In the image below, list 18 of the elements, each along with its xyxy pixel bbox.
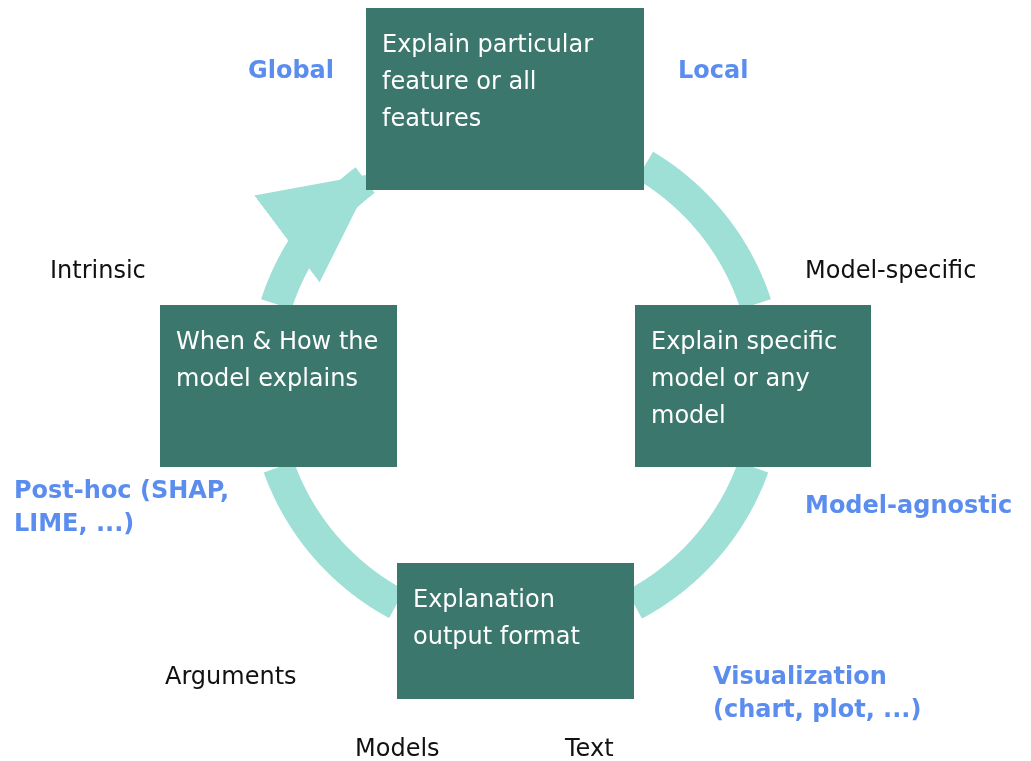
- category-label: Arguments: [165, 661, 297, 692]
- category-label: Models: [355, 733, 440, 761]
- box-text: Explain specific model or any model: [651, 326, 839, 431]
- process-box: [160, 305, 397, 467]
- box-text: Explanation output format: [413, 584, 581, 652]
- process-box: [366, 8, 644, 190]
- category-label: Text: [565, 733, 614, 761]
- process-box: [397, 563, 634, 699]
- highlight-label: Local: [678, 55, 749, 86]
- process-box: [635, 305, 871, 467]
- highlight-label: Post-hoc (SHAP, LIME, ...): [14, 475, 231, 539]
- category-label: Model-specific: [805, 255, 977, 286]
- highlight-label: Model-agnostic: [805, 490, 1013, 521]
- box-text: Explain particular feature or all features: [382, 29, 595, 134]
- highlight-label: Global: [248, 55, 334, 86]
- highlight-label: Visualization (chart, plot, ...): [713, 661, 923, 725]
- box-text: When & How the model explains: [176, 326, 380, 394]
- category-label: Intrinsic: [50, 255, 146, 286]
